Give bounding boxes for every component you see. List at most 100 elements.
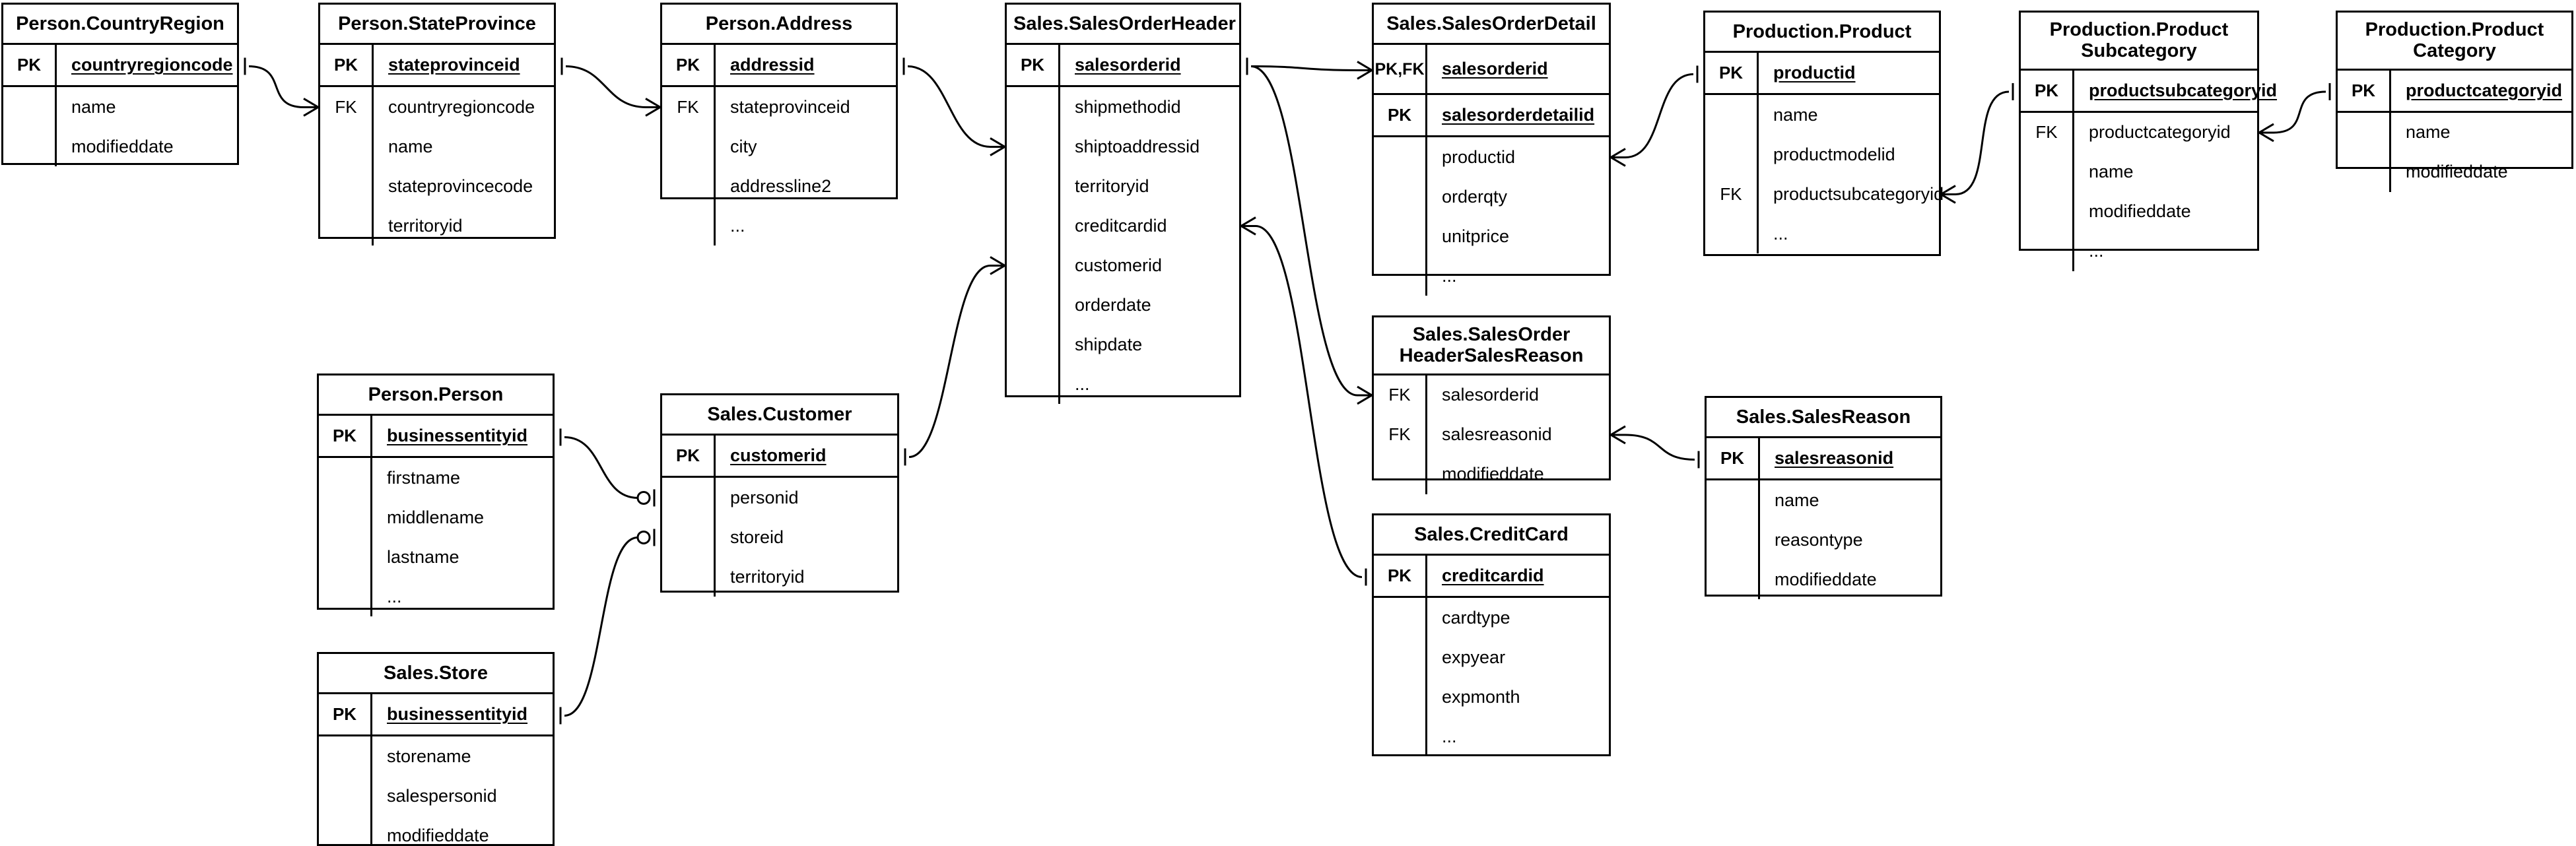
- column-name: territoryid: [388, 215, 463, 236]
- attribute-row: productmodelid: [1705, 135, 1939, 175]
- attribute-row: FK salesorderid: [1374, 375, 1609, 415]
- column-name: stateprovinceid: [730, 96, 850, 117]
- key-label: [1374, 454, 1427, 494]
- key-label: PK: [319, 694, 372, 735]
- rel-salesreason-sohsalesreason: [1625, 434, 1695, 461]
- column-name-text: businessentityid: [387, 426, 528, 446]
- key-label: [1374, 216, 1427, 257]
- column-name: businessentityid: [372, 416, 553, 456]
- key-label: PK: [3, 45, 57, 86]
- key-label: [1374, 177, 1427, 217]
- key-label: [319, 736, 372, 777]
- column-name: modifieddate: [2406, 162, 2508, 182]
- attribute-row: reasontype: [1707, 520, 1940, 560]
- column-name: salesorderdetailid: [1427, 95, 1609, 135]
- key-label: PK: [1007, 45, 1060, 86]
- key-label: [1374, 637, 1427, 678]
- column-name: salesorderid: [1060, 45, 1239, 85]
- column-name-text: productsubcategoryid: [2089, 80, 2278, 100]
- column-name: modifieddate: [2089, 201, 2191, 222]
- entity-title-line: Person.CountryRegion: [16, 13, 224, 34]
- column-name-text: salesorderdetailid: [1442, 105, 1595, 125]
- attribute-row: shipdate: [1007, 325, 1239, 365]
- key-label: PK: [2338, 70, 2391, 111]
- column-name: creditcardid: [1075, 215, 1167, 236]
- attribute-row: salespersonid: [319, 776, 553, 816]
- entity-title-line: Sales.SalesOrder: [1412, 324, 1571, 345]
- attribute-row: modifieddate: [1374, 454, 1609, 494]
- attribute-row: name: [3, 87, 237, 127]
- attribute-row: addressline2: [662, 166, 896, 207]
- entity-title: Sales.Customer: [662, 395, 897, 436]
- column-name: modifieddate: [1442, 464, 1544, 484]
- rel-store-customer: [564, 536, 638, 717]
- column-name: expyear: [1442, 647, 1506, 667]
- column-name: shipmethodid: [1075, 96, 1181, 117]
- column-name: ...: [1442, 726, 1457, 746]
- key-label: [319, 577, 372, 617]
- attribute-row: name: [320, 127, 554, 167]
- entity-title: Production.Product: [1705, 13, 1939, 53]
- column-name-text: salesorderid: [1442, 59, 1548, 79]
- column-name: unitprice: [1442, 226, 1510, 246]
- key-label: FK: [1374, 414, 1427, 455]
- column-name: addressid: [716, 45, 896, 85]
- key-label: [2021, 231, 2074, 271]
- attribute-row: personid: [662, 478, 897, 518]
- key-label: PK: [1707, 438, 1760, 479]
- column-name: countryregioncode: [57, 45, 237, 85]
- key-label: [1007, 127, 1060, 167]
- key-label: [3, 127, 57, 167]
- attribute-row: modifieddate: [2338, 152, 2571, 192]
- key-label: [1705, 214, 1759, 254]
- key-label: [319, 498, 372, 538]
- entity-title: Person.Person: [319, 375, 553, 416]
- key-label: FK: [1374, 375, 1427, 415]
- column-name: ...: [2089, 241, 2104, 261]
- column-name: name: [1773, 104, 1818, 125]
- key-label: [1007, 206, 1060, 246]
- key-label: PK: [2021, 70, 2074, 111]
- column-name: orderdate: [1075, 294, 1151, 315]
- key-label: [662, 166, 716, 207]
- column-name: salesorderid: [1442, 385, 1540, 405]
- key-label: FK: [1705, 174, 1759, 214]
- column-name: expmonth: [1442, 686, 1520, 707]
- attribute-row: territoryid: [662, 557, 897, 597]
- column-name-text: salesreasonid: [1775, 448, 1894, 469]
- rel-customer-salesorderheader: [908, 264, 991, 458]
- key-label: [1707, 480, 1760, 521]
- column-name-text: addressid: [730, 55, 815, 75]
- column-name: productsubcategoryid: [2074, 71, 2277, 111]
- rel-salesorderheader-sohsalesreason: [1250, 65, 1358, 397]
- column-name: ...: [1442, 265, 1457, 286]
- key-section: PK salesreasonid: [1707, 438, 1940, 481]
- attribute-row: city: [662, 127, 896, 167]
- key-label: [2021, 152, 2074, 192]
